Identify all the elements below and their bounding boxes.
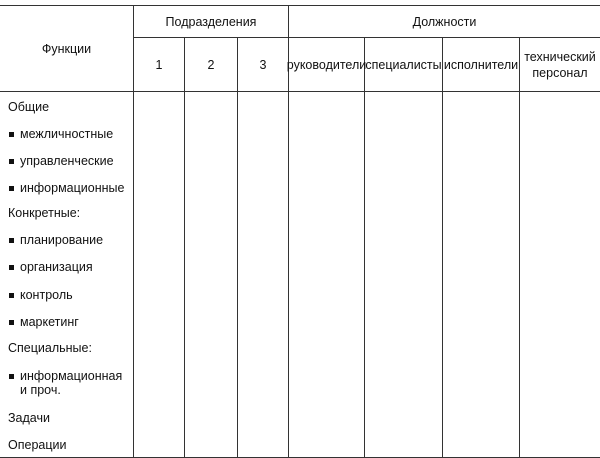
header-division-1: 1 bbox=[155, 57, 163, 72]
col-divider-pos-1 bbox=[364, 37, 365, 457]
header-positions: Должности bbox=[412, 14, 477, 29]
header-functions: Функции bbox=[41, 41, 92, 56]
bullet-icon bbox=[9, 159, 14, 164]
bullet-icon bbox=[9, 320, 14, 325]
header-position-managers: руководители bbox=[286, 57, 367, 72]
bullet-icon bbox=[9, 238, 14, 243]
col-divider-divisions bbox=[288, 5, 289, 457]
table-top-border bbox=[0, 5, 600, 6]
row-tasks: Задачи bbox=[8, 411, 50, 425]
header-divider-line bbox=[133, 37, 600, 38]
header-position-specialists: специалисты bbox=[365, 57, 442, 72]
row-concrete: Конкретные: bbox=[8, 206, 81, 220]
header-division-2: 2 bbox=[207, 57, 215, 72]
row-general: Общие bbox=[8, 100, 50, 114]
bullet-icon bbox=[9, 132, 14, 137]
bullet-icon bbox=[9, 293, 14, 298]
header-bottom-border bbox=[0, 91, 600, 92]
bullet-icon bbox=[9, 265, 14, 270]
header-position-executors: исполнители bbox=[443, 57, 519, 72]
header-divisions: Подразделения bbox=[165, 14, 257, 29]
bullet-icon bbox=[9, 374, 14, 379]
header-division-3: 3 bbox=[259, 57, 267, 72]
row-operations: Операции bbox=[8, 438, 67, 452]
bullet-icon bbox=[9, 186, 14, 191]
col-divider-pos-2 bbox=[442, 37, 443, 457]
col-divider-div-2 bbox=[237, 37, 238, 457]
col-divider-div-1 bbox=[184, 37, 185, 457]
row-special: Специальные: bbox=[8, 341, 92, 355]
col-divider-functions bbox=[133, 5, 134, 457]
header-position-technical: технический персонал bbox=[524, 49, 596, 80]
col-divider-pos-3 bbox=[519, 37, 520, 457]
